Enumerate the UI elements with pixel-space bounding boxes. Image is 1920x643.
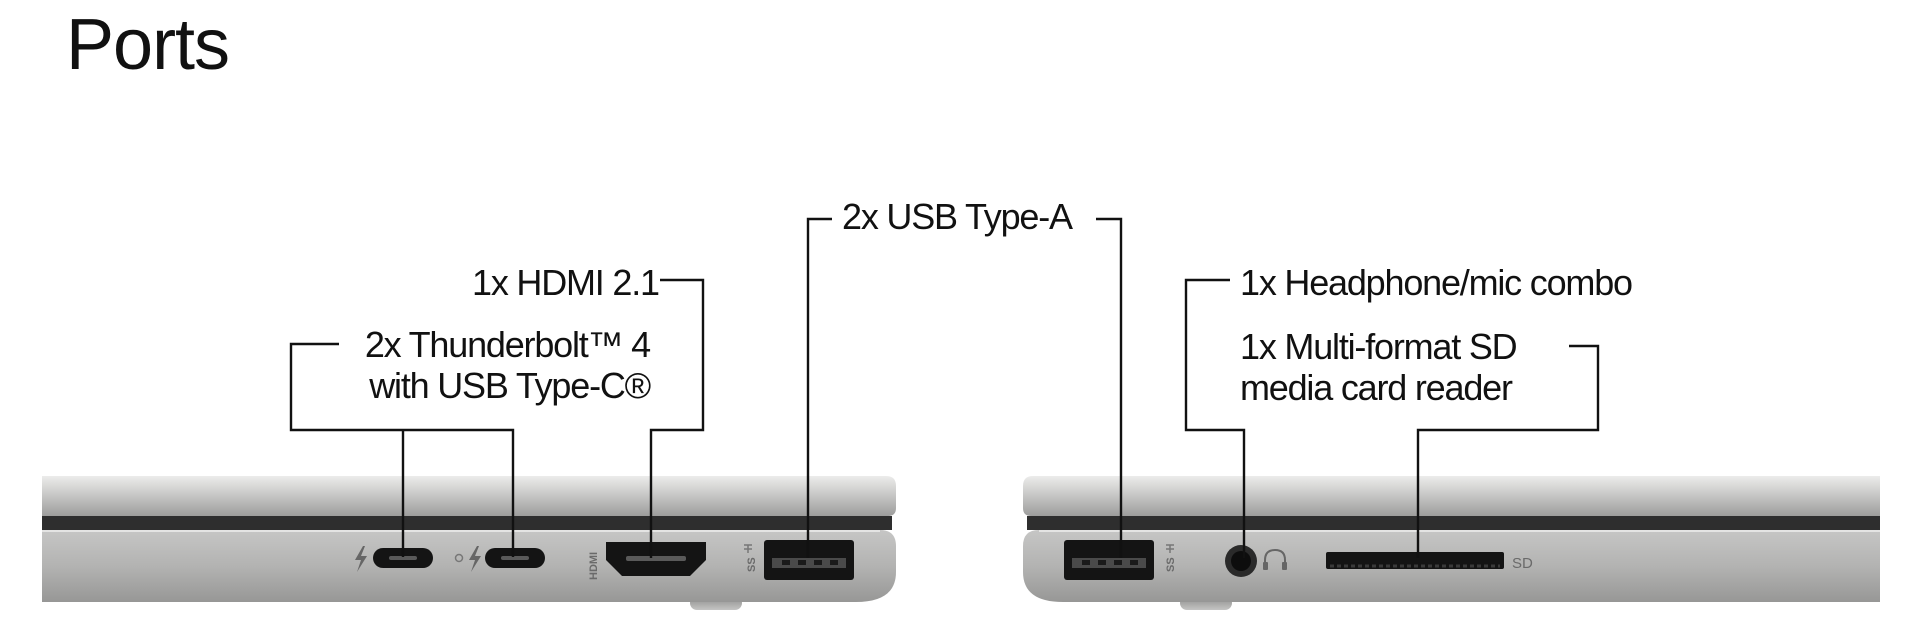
usb-superspeed-icon (1166, 544, 1174, 553)
laptop-right-lid (1023, 476, 1880, 516)
laptop-right-seam (1027, 516, 1880, 530)
usb-c-port-1-tongue (389, 556, 417, 560)
usb-a-port-right-contacts (1082, 560, 1138, 565)
leader-headphone (1184, 278, 1246, 558)
usb-c-port-2-tongue (501, 556, 529, 560)
hdmi-port-pins (626, 556, 686, 561)
usb-a-port-left-contacts (782, 560, 838, 565)
label-thunderbolt-line1: 2x Thunderbolt™ 4 (364, 324, 651, 365)
label-sd: 1x Multi-format SD media card reader (1240, 326, 1518, 408)
label-headphone: 1x Headphone/mic combo (1240, 262, 1633, 303)
laptop-left-side (42, 476, 896, 610)
headphone-icon (1263, 548, 1287, 570)
hdmi-mark: HDMI (588, 552, 600, 580)
usb-a-port-right-tongue (1072, 558, 1146, 568)
laptop-left-lid (42, 476, 896, 516)
label-sd-line1: 1x Multi-format SD (1240, 326, 1518, 367)
usb-ss-mark-left: SS (746, 557, 758, 572)
leader-usb-a (806, 217, 1123, 558)
label-sd-line2: media card reader (1240, 367, 1513, 408)
usb-ss-mark-right: SS (1165, 557, 1177, 572)
leader-hdmi (649, 278, 705, 558)
laptop-left-seam (42, 516, 892, 530)
headphone-jack-hole (1231, 551, 1251, 571)
leader-sd (1416, 344, 1600, 558)
usb-a-port-left-tongue (772, 558, 846, 568)
page-title: Ports (66, 5, 230, 85)
label-usb-a: 2x USB Type-A (842, 196, 1073, 237)
label-hdmi: 1x HDMI 2.1 (472, 262, 660, 303)
usb-superspeed-icon (744, 544, 752, 553)
leader-thunderbolt (289, 342, 515, 557)
thunderbolt-icon (469, 546, 481, 572)
label-thunderbolt-line2: with USB Type-C® (369, 365, 651, 406)
thunderbolt-icon (355, 546, 367, 572)
label-thunderbolt: 2x Thunderbolt™ 4 with USB Type-C® (364, 324, 651, 406)
power-led (454, 553, 464, 563)
sd-mark: SD (1512, 555, 1533, 572)
